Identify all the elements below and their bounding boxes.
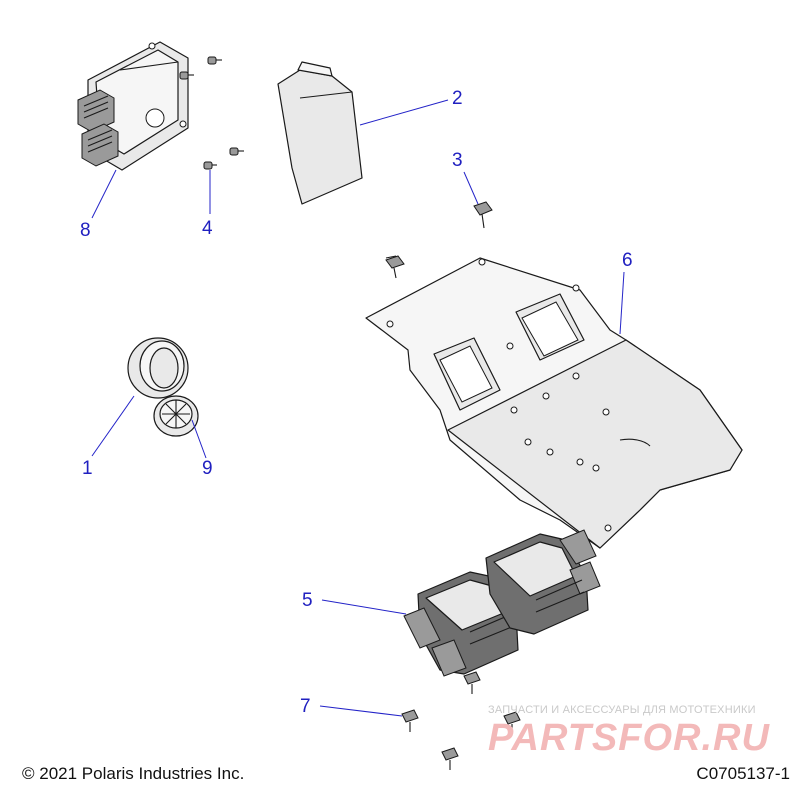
part-skid-plate[interactable] [365,257,743,549]
part-grommet-9[interactable] [153,395,199,437]
callout-9: 9 [202,458,213,479]
copyright-text: © 2021 Polaris Industries Inc. [22,764,245,783]
drawing-number: C0705137-1 [696,764,790,783]
part-bolt-3[interactable] [385,201,493,259]
callout-5: 5 [302,590,313,611]
callout-labels: 1 2 3 4 5 6 7 8 9 [80,88,633,717]
callout-2: 2 [452,88,463,109]
part-bolt-plate[interactable] [385,255,405,279]
callout-3: 3 [452,150,463,171]
callout-6: 6 [622,250,633,271]
part-cover-bracket[interactable] [277,61,363,205]
part-module-5b[interactable] [485,529,601,635]
callout-8: 8 [80,220,91,241]
callout-1: 1 [82,458,93,479]
part-ecu-module[interactable] [77,41,189,171]
callout-7: 7 [300,696,311,717]
part-screw-set-4[interactable] [179,56,244,170]
leader-lines [91,99,625,717]
watermark-tagline: ЗАПЧАСТИ И АКСЕССУАРЫ ДЛЯ МОТОТЕХНИКИ [488,704,756,716]
part-grommet-1[interactable] [127,337,189,399]
part-bolt-set-7[interactable] [401,671,521,770]
watermark: ЗАПЧАСТИ И АКСЕССУАРЫ ДЛЯ МОТОТЕХНИКИ PA… [488,704,788,758]
watermark-logo: PARTSFOR.RU [488,717,770,759]
callout-4: 4 [202,218,213,239]
